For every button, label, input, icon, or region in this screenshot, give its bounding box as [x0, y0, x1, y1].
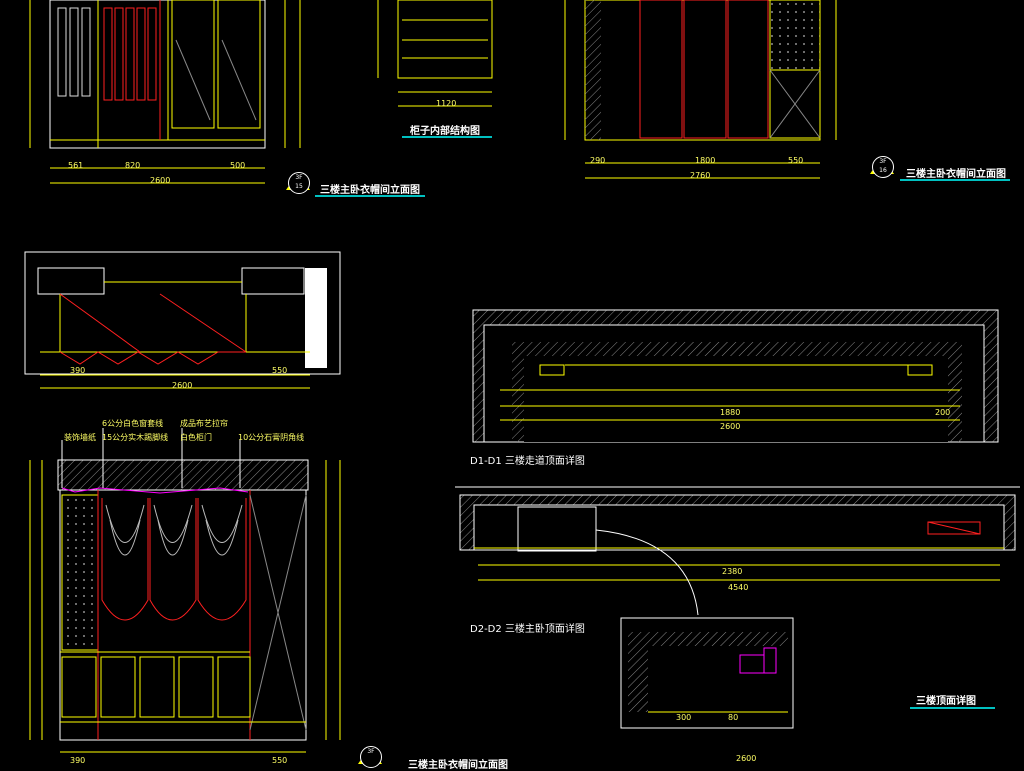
dim-label: 80 [728, 713, 739, 722]
dim-label: 550 [788, 156, 804, 165]
title-underline-3 [900, 179, 1010, 181]
title-cabinet-structure: 柜子内部结构图 [410, 126, 480, 137]
note-window-trim: 6公分白色窗套线 [102, 419, 164, 428]
title-elev-3: 三楼主卧衣帽间立面图 [408, 760, 508, 771]
dim-label: 2600 [720, 422, 741, 431]
title-underline-2 [402, 136, 492, 138]
dim-label: 2760 [690, 171, 711, 180]
dim-label: 820 [125, 161, 141, 170]
note-cornice: 10公分石膏阴角线 [238, 433, 305, 442]
elevation-2 [564, 0, 837, 179]
dim-label: 1120 [436, 99, 457, 108]
dim-label: 390 [70, 366, 86, 375]
dim-label: 1880 [720, 408, 741, 417]
plan-view [24, 251, 341, 389]
note-skirting: 15公分实木踢脚线 [102, 433, 169, 442]
dim-label: 2600 [150, 176, 171, 185]
elevation-1 [29, 0, 301, 184]
dim-label: 4540 [728, 583, 749, 592]
note-wallpaper: 装饰墙纸 [64, 433, 96, 442]
section-d1 [472, 309, 999, 443]
title-underline-1 [315, 195, 425, 197]
dim-label: 1800 [695, 156, 716, 165]
title-ceiling-detail: 三楼顶面详图 [916, 696, 976, 707]
dim-label: 2600 [172, 381, 193, 390]
note-white-door: 白色柜门 [180, 433, 212, 442]
dim-label: 550 [272, 366, 288, 375]
dim-label: 500 [230, 161, 246, 170]
dim-label: 2380 [722, 567, 743, 576]
title-elev-1: 三楼主卧衣帽间立面图 [320, 185, 420, 196]
dim-label: 290 [590, 156, 606, 165]
elevation-3 [29, 428, 341, 753]
dim-label: 200 [935, 408, 951, 417]
dim-label: 561 [68, 161, 84, 170]
note-curtain: 成品布艺拉帘 [180, 419, 228, 428]
title-underline-5 [910, 707, 995, 709]
dim-label: 2600 [736, 754, 757, 763]
dim-label: 550 [272, 756, 288, 765]
dim-label: 390 [70, 756, 86, 765]
cabinet-structure [377, 0, 493, 107]
caption-d2: D2-D2 三楼主卧顶面详图 [470, 624, 585, 635]
section-d2 [455, 486, 1020, 616]
dim-label: 300 [676, 713, 692, 722]
caption-d1: D1-D1 三楼走道顶面详图 [470, 456, 585, 467]
detail-view [620, 617, 794, 729]
title-elev-2: 三楼主卧衣帽间立面图 [906, 169, 1006, 180]
badge-3: 3F [360, 746, 382, 768]
